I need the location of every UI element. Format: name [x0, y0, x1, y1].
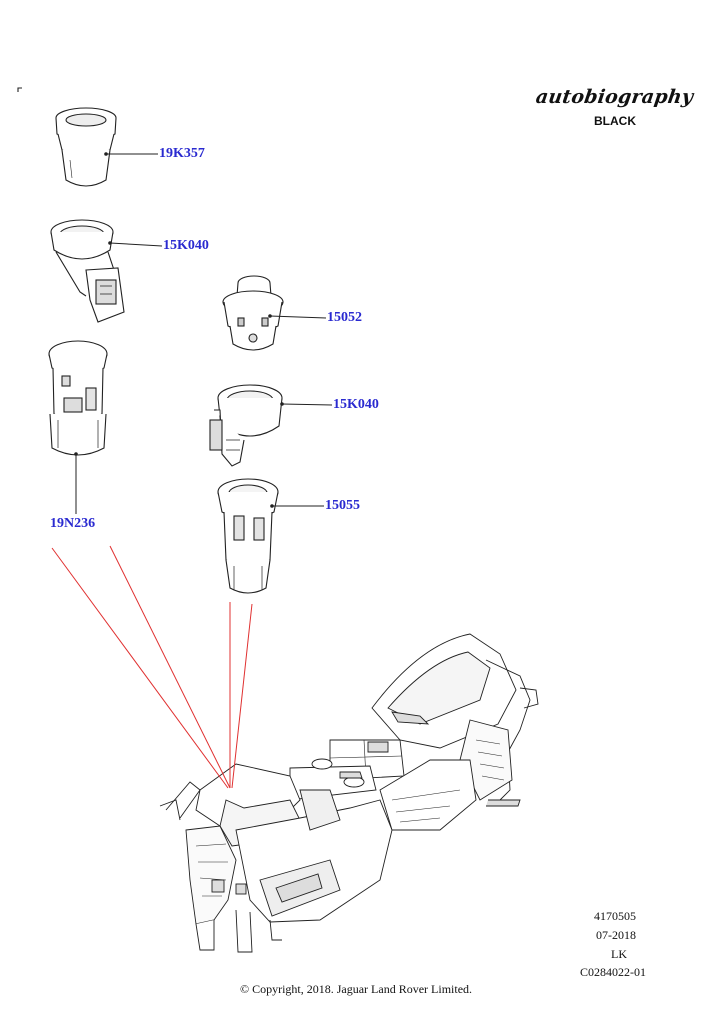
drawing-date: 07-2018 — [596, 928, 636, 942]
location-lines — [51, 545, 253, 789]
callout-15052[interactable]: 15052 — [327, 310, 362, 325]
callout-19K357[interactable]: 19K357 — [159, 146, 205, 161]
callout-15K040-mid[interactable]: 15K040 — [333, 397, 379, 412]
corner-mark — [17, 87, 22, 92]
drawing-ref: C0284022-01 — [580, 965, 646, 979]
part-19K357-drawing — [55, 107, 117, 187]
callout-19N236[interactable]: 19N236 — [50, 516, 96, 531]
leader-dots — [74, 152, 284, 508]
callout-15055[interactable]: 15055 — [325, 498, 360, 513]
console-drawing — [159, 633, 539, 953]
part-15K040-top-drawing — [50, 219, 125, 323]
part-19N236-drawing — [48, 340, 108, 456]
copyright: © Copyright, 2018. Jaguar Land Rover Lim… — [239, 982, 473, 996]
drawing-number: 4170505 — [594, 909, 636, 923]
part-15K040-mid-drawing — [209, 384, 283, 467]
drawing-code: LK — [611, 947, 627, 961]
part-15052-drawing — [222, 275, 284, 351]
part-15055-drawing — [217, 478, 279, 594]
callout-15K040-top[interactable]: 15K040 — [163, 238, 209, 253]
leader-lines — [75, 153, 333, 514]
brand-sub: BLACK — [594, 114, 636, 128]
brand-script: autobiography — [534, 86, 695, 108]
